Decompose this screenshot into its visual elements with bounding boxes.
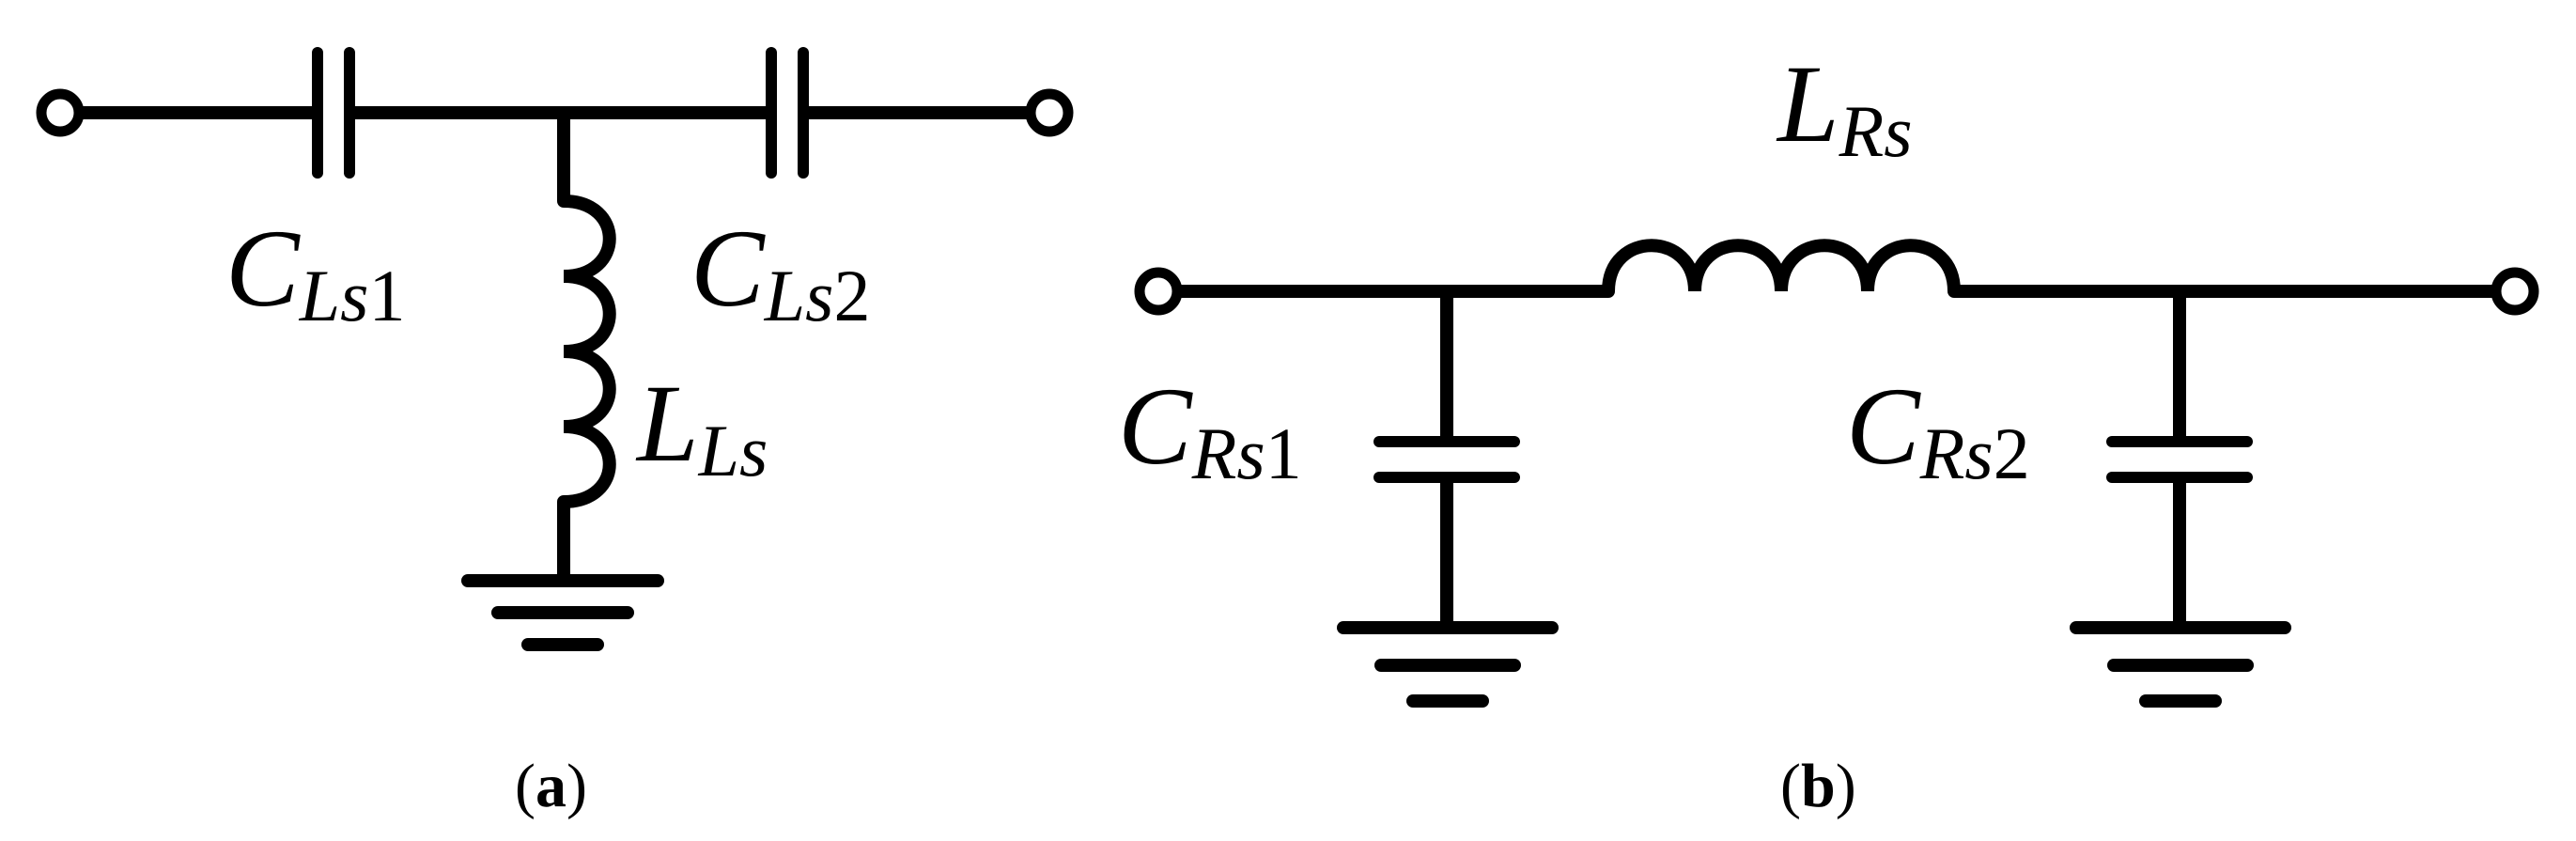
label-cls2: CLs2 <box>691 207 870 336</box>
inductor-lrs-symbol <box>1602 239 1961 298</box>
terminal-b-right <box>2491 267 2539 316</box>
label-lls: LLs <box>635 362 768 491</box>
terminal-a-left <box>36 88 85 137</box>
capacitor-cls1-symbol <box>312 47 355 179</box>
label-cls1: CLs1 <box>225 207 405 336</box>
label-lrs: LRs <box>1776 42 1913 172</box>
terminal-a-right <box>1025 88 1074 137</box>
caption-b: (b) <box>1780 752 1856 820</box>
circuit-a: CLs1 CLs2 LLs (a) <box>36 47 1074 820</box>
capacitor-crs2-symbol <box>2106 436 2253 483</box>
circuit-b: LRs CRs1 CRs2 (b) <box>1118 42 2539 820</box>
label-crs2: CRs2 <box>1846 365 2030 494</box>
ground-a-symbol <box>461 574 664 651</box>
label-crs1: CRs1 <box>1118 365 1302 494</box>
caption-a: (a) <box>515 752 587 820</box>
capacitor-cls2-symbol <box>766 47 809 179</box>
ground-b2-symbol <box>2070 621 2291 708</box>
terminal-b-left <box>1134 267 1183 316</box>
capacitor-crs1-symbol <box>1373 436 1520 483</box>
inductor-lls-symbol <box>557 195 616 508</box>
ground-b1-symbol <box>1337 621 1559 708</box>
